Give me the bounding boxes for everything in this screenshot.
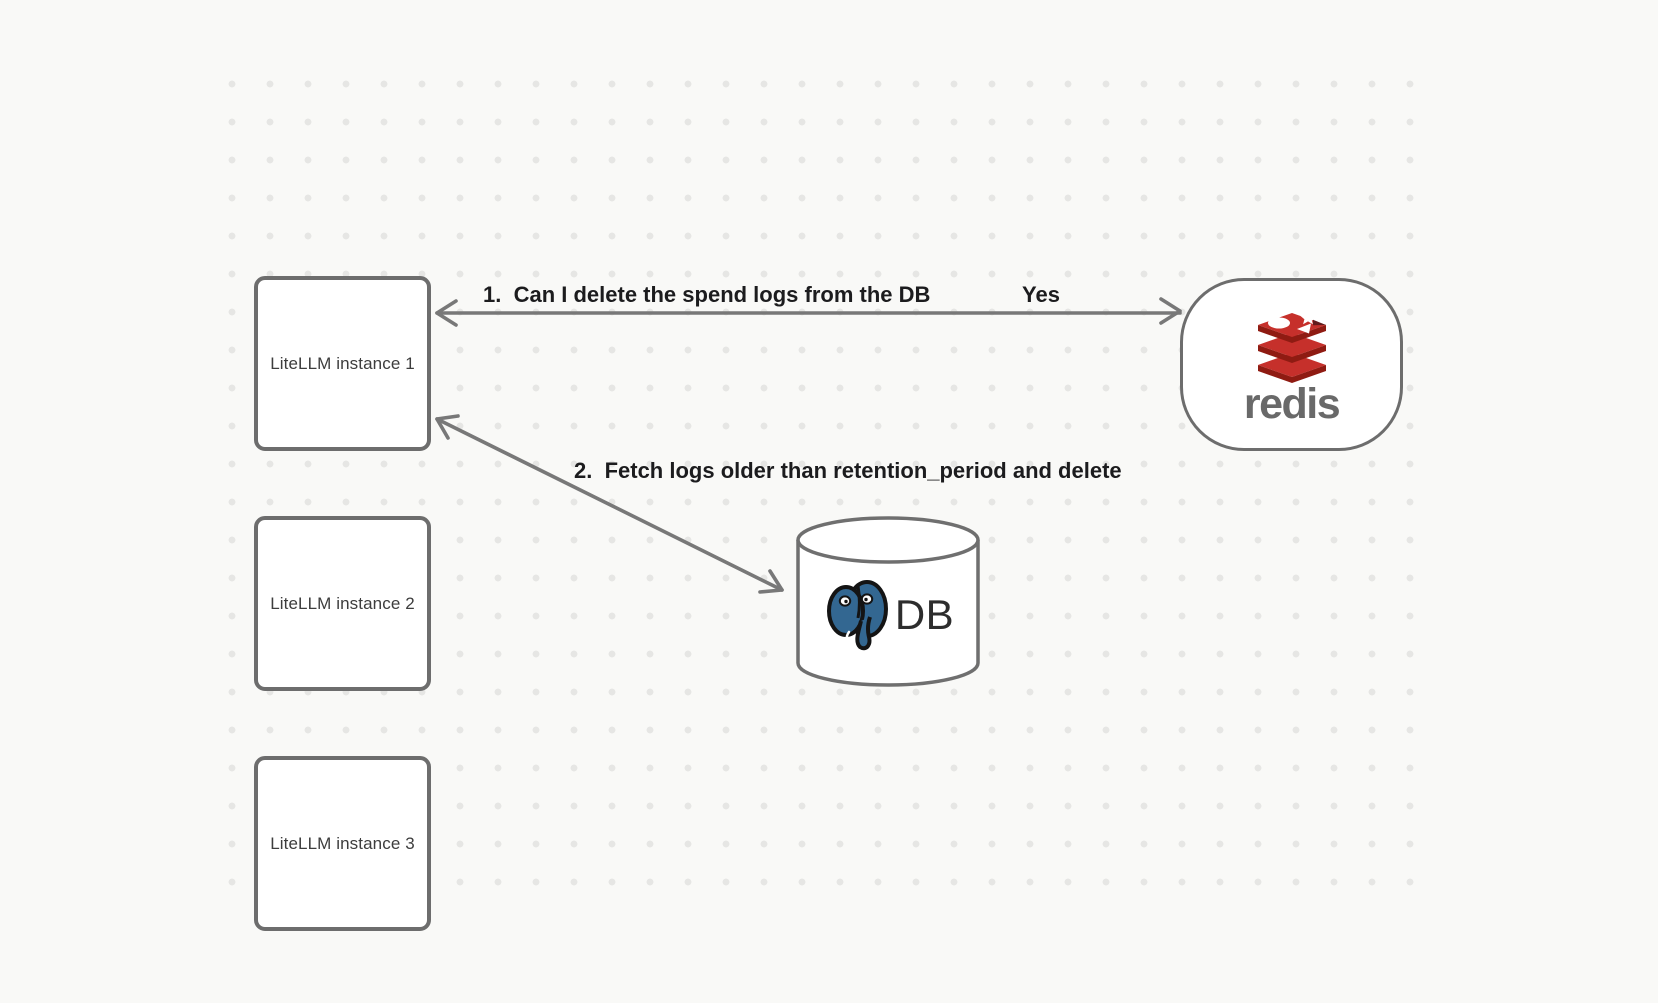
edge-instance1-db[interactable] [435, 414, 784, 594]
cylinder-body [796, 540, 980, 687]
node-litellm-instance-2[interactable]: LiteLLM instance 2 [254, 516, 431, 691]
edge-2-line[interactable] [435, 417, 784, 592]
redis-wordmark: redis [1243, 380, 1341, 428]
node-label: LiteLLM instance 2 [270, 593, 415, 613]
edge-instance1-redis[interactable] [435, 297, 1182, 327]
edge-2-label[interactable]: 2. Fetch logs older than retention_perio… [574, 458, 1122, 483]
node-litellm-instance-1[interactable]: LiteLLM instance 1 [254, 276, 431, 451]
redis-logo-icon [1257, 311, 1326, 383]
db-label: DB [894, 591, 955, 638]
edge-1-label[interactable]: 1. Can I delete the spend logs from the … [483, 282, 931, 307]
edge-1-arrowhead-right-icon [1159, 297, 1182, 325]
edge-2-arrowhead-top-icon [435, 414, 460, 440]
node-label: LiteLLM instance 1 [270, 353, 415, 373]
node-db-cylinder[interactable] [794, 514, 982, 689]
edge-1-answer-label[interactable]: Yes [1022, 282, 1060, 307]
node-label: LiteLLM instance 3 [270, 833, 415, 853]
edge-1-arrowhead-left-icon [435, 299, 458, 327]
postgres-elephant-icon [826, 580, 888, 651]
node-redis[interactable]: redis [1180, 278, 1403, 451]
db-node-content: DB [798, 562, 978, 668]
node-litellm-instance-3[interactable]: LiteLLM instance 3 [254, 756, 431, 931]
cylinder-top [796, 516, 980, 564]
edge-2-arrowhead-bottom-icon [758, 569, 784, 594]
